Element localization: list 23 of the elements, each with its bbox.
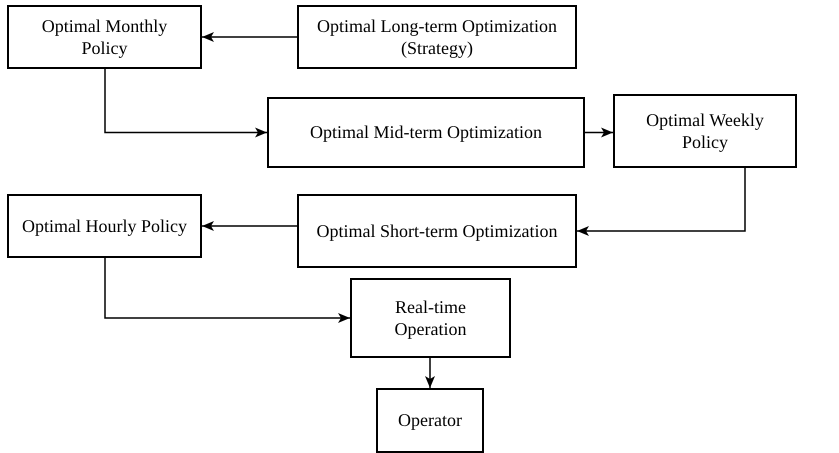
process-box bbox=[376, 388, 484, 453]
process-box bbox=[267, 97, 585, 168]
arrow bbox=[585, 128, 613, 138]
process-box bbox=[297, 194, 577, 268]
arrow bbox=[577, 168, 746, 236]
arrow bbox=[202, 221, 297, 231]
arrow bbox=[104, 69, 267, 138]
process-box bbox=[350, 278, 511, 358]
process-box bbox=[7, 5, 202, 69]
process-box bbox=[613, 94, 797, 168]
box-label: Real-time Operation bbox=[394, 296, 468, 340]
arrow bbox=[425, 358, 435, 388]
box-label: Optimal Weekly Policy bbox=[645, 108, 765, 154]
box-label: Optimal Hourly Policy bbox=[22, 214, 187, 238]
box-label: Optimal Mid-term Optimization bbox=[310, 121, 542, 144]
arrow bbox=[104, 258, 350, 323]
box-label: Optimal Short-term Optimization bbox=[316, 220, 558, 242]
process-box bbox=[297, 5, 577, 69]
box-label: Operator bbox=[398, 409, 462, 432]
arrow bbox=[202, 32, 297, 42]
process-box bbox=[7, 194, 202, 258]
box-label: Optimal Long-term Optimization (Strategy) bbox=[316, 14, 558, 60]
box-label: Optimal Monthly Policy bbox=[40, 14, 168, 60]
